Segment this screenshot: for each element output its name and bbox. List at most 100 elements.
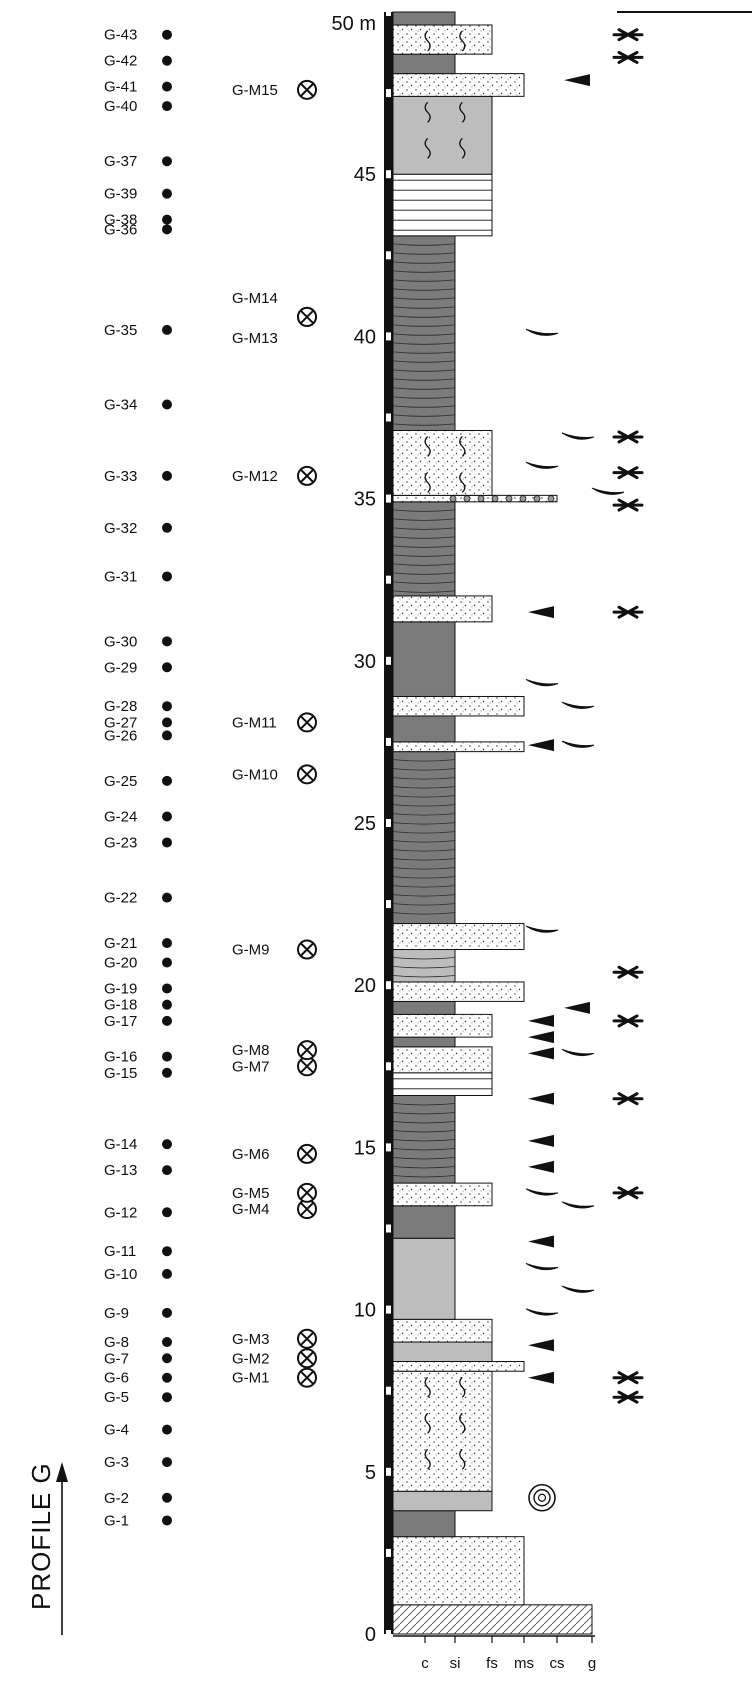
bivalve-icon [526, 1263, 558, 1269]
bivalve-icon [526, 680, 558, 686]
axis-tick [386, 89, 391, 97]
sample-dot [162, 30, 172, 40]
lithology-unit [393, 742, 524, 752]
lithology-unit [393, 1605, 592, 1634]
sample-dot [162, 82, 172, 92]
gastropod-icon [528, 606, 554, 618]
sample-dot [162, 1373, 172, 1383]
sample-dot [162, 776, 172, 786]
bivalve-icon [562, 1202, 594, 1208]
sample-dot [162, 1392, 172, 1402]
sample-label: G-10 [104, 1266, 137, 1283]
bivalve-icon [526, 926, 558, 932]
sample-dot [162, 730, 172, 740]
gastropod-icon [564, 74, 590, 86]
plant-remains-icon [614, 607, 642, 617]
sample-label: G-7 [104, 1350, 129, 1367]
plant-remains-icon [614, 967, 642, 977]
lithology-unit [393, 752, 455, 924]
sample-label: G-41 [104, 79, 137, 96]
gastropod-icon [528, 1031, 554, 1043]
sample-label: G-6 [104, 1370, 129, 1387]
bivalve-icon [562, 1286, 594, 1292]
bivalve-icon [526, 1309, 558, 1315]
sample-list: G-1G-2G-3G-4G-5G-6G-7G-8G-9G-10G-11G-12G… [104, 27, 172, 1530]
sample-dot [162, 1139, 172, 1149]
gastropod-icon [528, 1135, 554, 1147]
grain-label-fs: fs [486, 1655, 498, 1672]
sample-dot [162, 523, 172, 533]
profile-title: PROFILE G [26, 1462, 56, 1610]
lithology-unit [393, 502, 455, 596]
sample-label: G-32 [104, 520, 137, 537]
pebble [534, 496, 540, 502]
axis-tick-label: 10 [354, 1300, 376, 1322]
sample-label: G-12 [104, 1204, 137, 1221]
axis-tick [386, 981, 391, 989]
micro-sample-label: G-M10 [232, 766, 278, 783]
axis-tick-label: 45 [354, 164, 376, 186]
bivalve-icon [562, 433, 594, 439]
sample-label: G-35 [104, 322, 137, 339]
plant-remains-icon [614, 500, 642, 510]
lithology-unit [393, 1319, 492, 1342]
lithology-unit [393, 1095, 455, 1183]
grain-label-si: si [450, 1655, 461, 1672]
plant-remains-icon [614, 1016, 642, 1026]
lithology-unit [393, 1073, 492, 1096]
axis-tick-label: 40 [354, 326, 376, 348]
sample-label: G-14 [104, 1136, 137, 1153]
ammonite-icon [529, 1485, 555, 1511]
depth-axis-top-label: 50 m [332, 13, 376, 35]
grain-label-c: c [421, 1655, 429, 1672]
axis-tick [386, 1630, 391, 1638]
gastropod-icon [528, 1047, 554, 1059]
bivalve-icon [592, 488, 624, 494]
bivalve-icon [526, 462, 558, 468]
gastropod-icon [528, 739, 554, 751]
axis-tick [386, 8, 391, 16]
axis-tick [386, 170, 391, 178]
plant-remains-icon [614, 432, 642, 442]
sample-dot [162, 938, 172, 948]
lithology-unit [393, 1047, 492, 1073]
axis-tick [386, 251, 391, 259]
plant-remains-icon [614, 30, 642, 40]
sample-dot [162, 571, 172, 581]
lithology-unit [393, 596, 492, 622]
axis-tick [386, 414, 391, 422]
sample-label: G-34 [104, 397, 137, 414]
axis-tick [386, 1468, 391, 1476]
lithology-unit [393, 1037, 455, 1047]
pebble [492, 496, 498, 502]
micro-sample-label: G-M8 [232, 1042, 270, 1059]
lithology-column [393, 12, 592, 1634]
sample-dot [162, 1515, 172, 1525]
micro-sample-label: G-M2 [232, 1350, 270, 1367]
sample-dot [162, 1269, 172, 1279]
sample-label: G-23 [104, 834, 137, 851]
sample-dot [162, 1052, 172, 1062]
bivalve-icon [526, 1189, 558, 1195]
plant-remains-icon [614, 1188, 642, 1198]
axis-tick-label: 20 [354, 975, 376, 997]
pebble [464, 496, 470, 502]
gastropod-icon [528, 1339, 554, 1351]
sample-dot [162, 156, 172, 166]
bivalve-icon [562, 1049, 594, 1055]
micro-sample-label: G-M4 [232, 1201, 270, 1218]
sample-label: G-43 [104, 27, 137, 44]
plant-remains-icon [614, 468, 642, 478]
grain-size-scale: csifsmscsg [421, 1636, 596, 1672]
sample-dot [162, 1246, 172, 1256]
sample-dot [162, 1016, 172, 1026]
sample-dot [162, 717, 172, 727]
axis-tick [386, 1549, 391, 1557]
micro-sample-label: G-M5 [232, 1185, 270, 1202]
micro-sample-label: G-M13 [232, 330, 278, 347]
lithology-unit [393, 1342, 492, 1361]
micro-sample-label: G-M11 [232, 714, 277, 731]
sample-label: G-33 [104, 468, 137, 485]
sample-dot [162, 1353, 172, 1363]
